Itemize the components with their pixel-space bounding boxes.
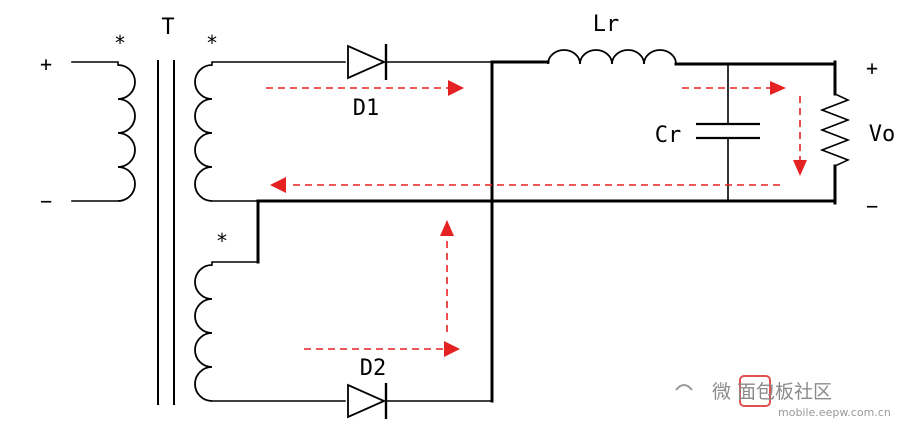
- primary-coil: [117, 64, 136, 202]
- output-minus-sign: −: [866, 194, 878, 218]
- primary-dot-mark: *: [114, 31, 126, 55]
- watermark: 微 面包板社区 mobile.eepw.com.cn: [675, 375, 891, 419]
- watermark-url: mobile.eepw.com.cn: [778, 406, 891, 419]
- capacitor-cr: [696, 63, 760, 202]
- d2-label: D2: [360, 356, 387, 381]
- input-plus-sign: +: [40, 52, 52, 76]
- flow-arrow-d2-head: [444, 341, 460, 357]
- watermark-text: 微 面包板社区: [712, 381, 832, 403]
- cr-label: Cr: [655, 123, 682, 148]
- secondary-top-dot-mark: *: [206, 31, 218, 55]
- diode-d2: [347, 383, 493, 419]
- watermark-logo-icon: [739, 375, 771, 407]
- secondary-bottom-top-lead: [211, 261, 259, 266]
- secondary-bottom-coil: [194, 264, 213, 402]
- lr-label: Lr: [593, 12, 620, 37]
- center-tap: [211, 199, 837, 264]
- inductor-lr: [490, 49, 837, 66]
- secondary-top-lead: [211, 61, 346, 66]
- output-plus-sign: +: [866, 56, 878, 80]
- flow-arrow-load-head: [793, 160, 807, 176]
- d2-triangle: [347, 383, 387, 419]
- secondary-top-winding: [194, 61, 346, 202]
- vo-label: Vo: [869, 122, 896, 147]
- input-minus-sign: −: [40, 189, 52, 213]
- flow-arrow-lr-head: [770, 81, 786, 95]
- d1-label: D1: [353, 96, 380, 121]
- secondary-bottom-winding: [194, 261, 346, 402]
- load-zigzag: [819, 92, 851, 168]
- watermark-wechat-icon: [675, 384, 693, 391]
- d1-triangle: [347, 44, 387, 80]
- primary-winding: [71, 61, 136, 202]
- secondary-top-coil: [194, 64, 213, 202]
- return-bus: [256, 199, 837, 264]
- flow-arrow-up-head: [440, 220, 454, 236]
- primary-top-lead: [71, 61, 119, 66]
- flow-arrow-d1-head: [448, 80, 464, 96]
- transformer-label: T: [161, 15, 174, 40]
- secondary-bottom-dot-mark: *: [216, 229, 228, 253]
- load-resistor: [819, 60, 851, 205]
- current-flow: [266, 80, 807, 357]
- diode-d1: [347, 44, 493, 80]
- lr-coil: [547, 49, 677, 65]
- flow-arrow-return-head: [270, 177, 286, 193]
- transformer-core: [157, 60, 175, 405]
